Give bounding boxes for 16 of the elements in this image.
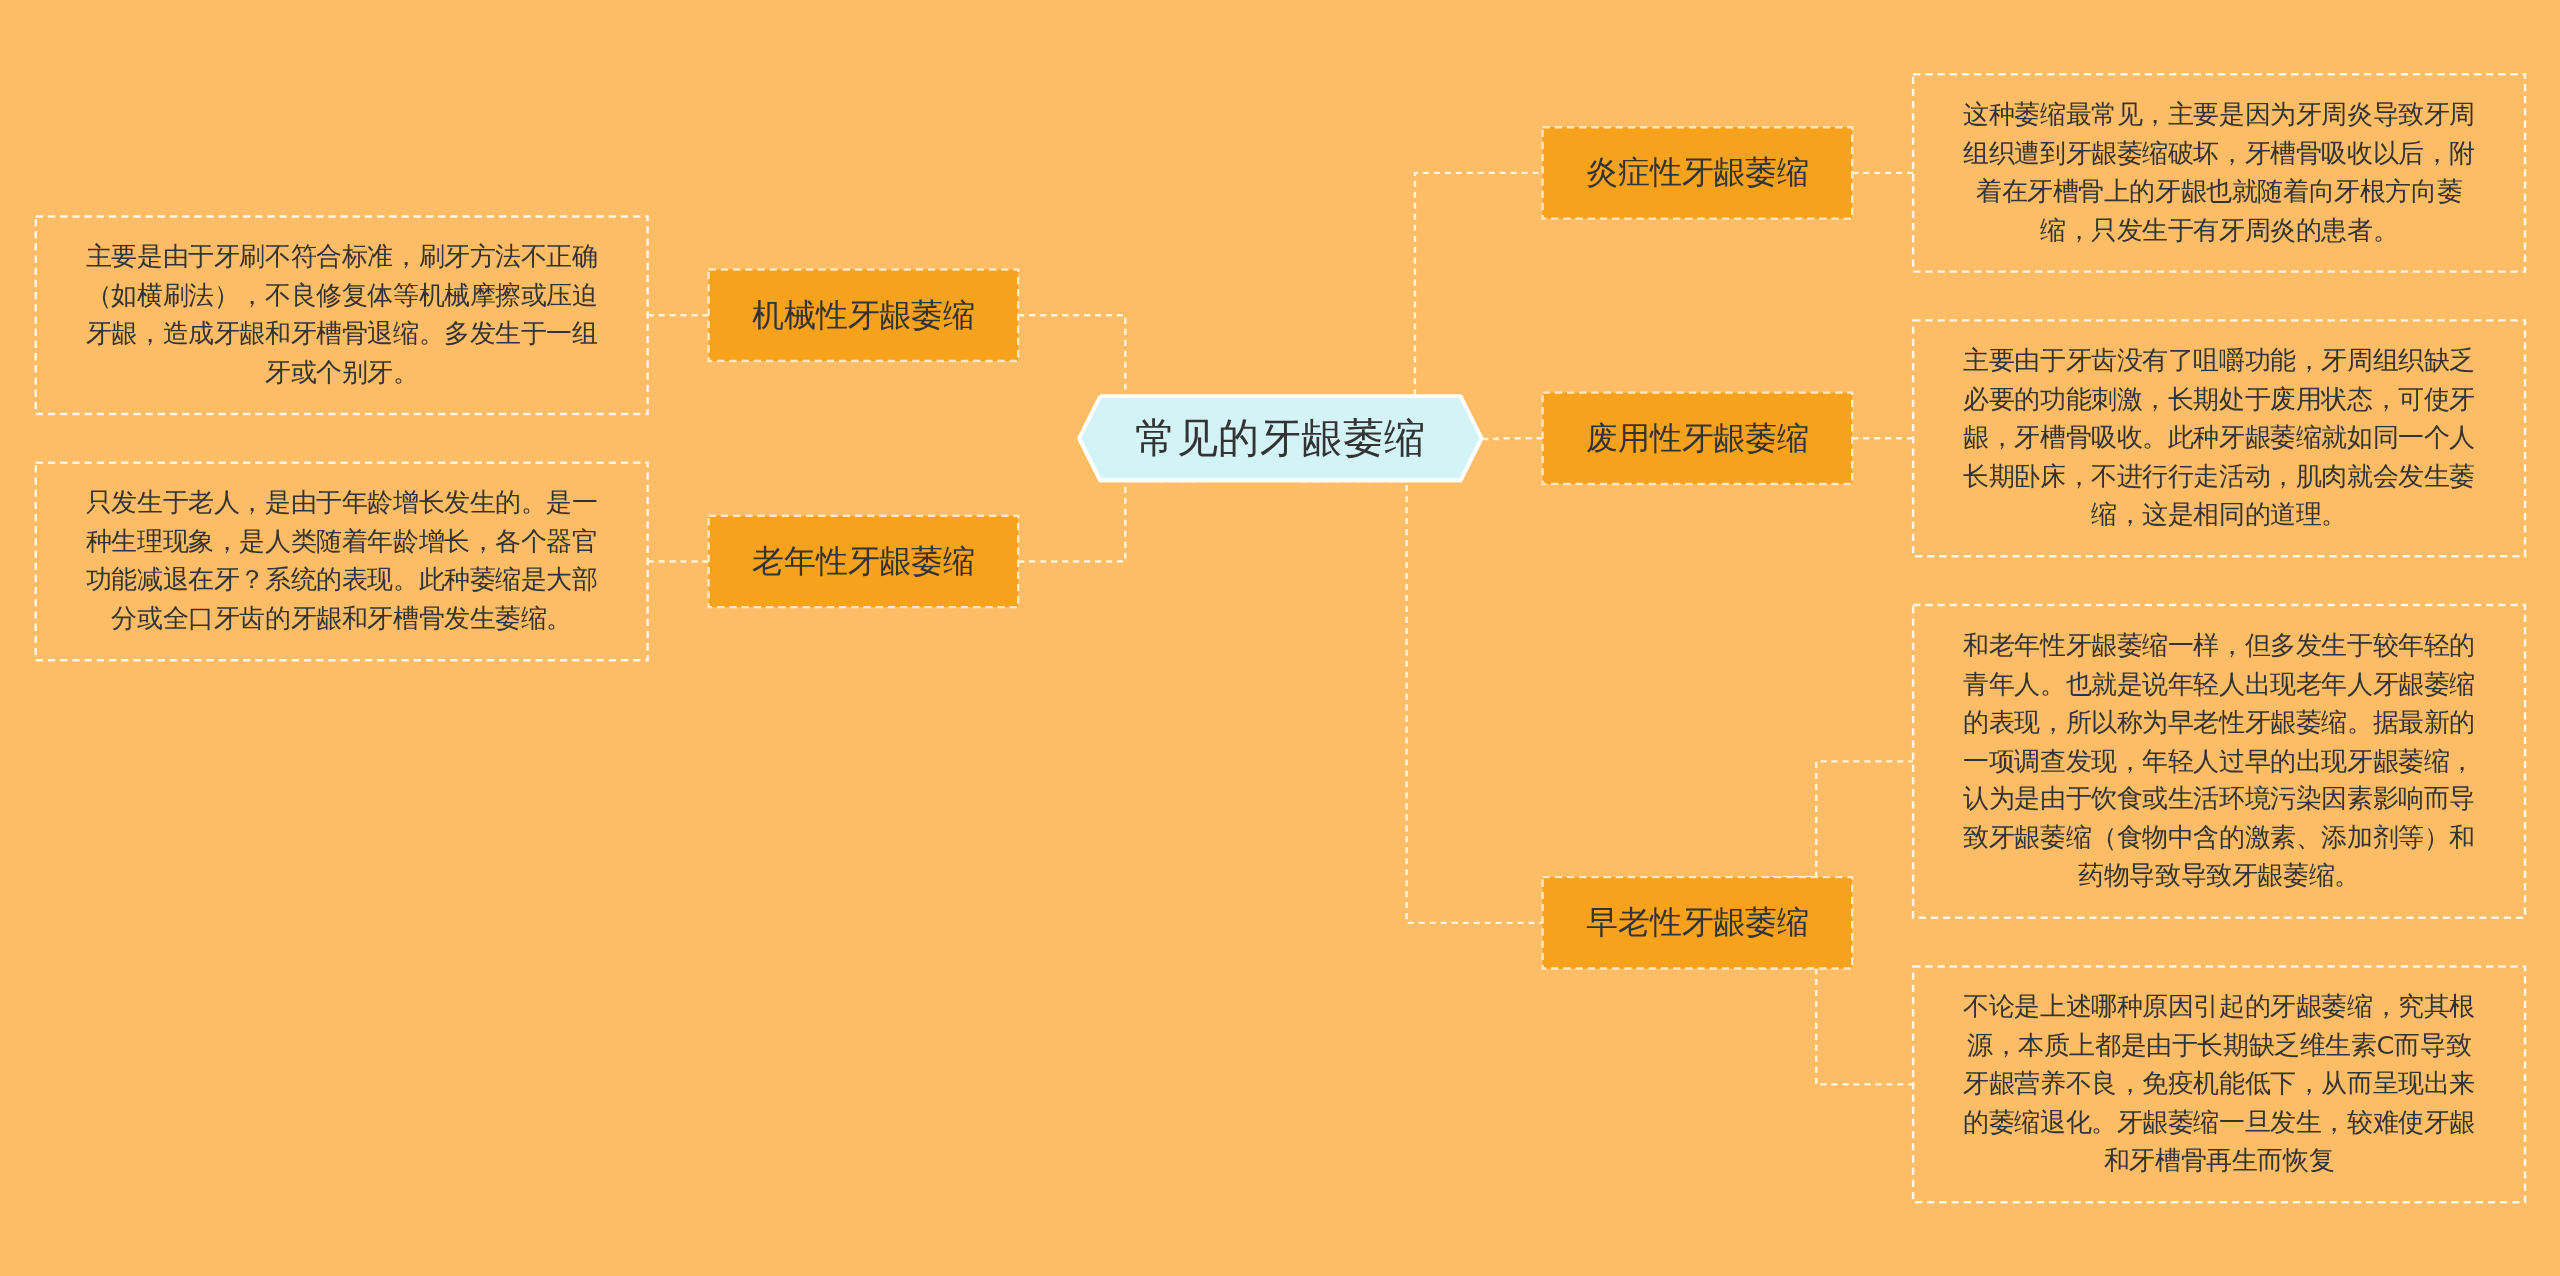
node-box: 主要由于牙齿没有了咀嚼功能，牙周组织缺乏必要的功能刺激，长期处于废用状态，可使牙龈，牙槽骨吸收。此种牙龈萎缩就如同一个人长期卧床，不进行行走活动，肌肉就会发生萎缩，这是相同的道理。 <box>1911 318 2526 558</box>
node-box: 和老年性牙龈萎缩一样，但多发生于较年轻的青年人。也就是说年轻人出现老年人牙龈萎缩的表现，所以称为早老性牙龈萎缩。据最新的一项调查发现，年轻人过早的出现牙龈萎缩，认为是由于饮食或生活环境污染因素影响而导致牙龈萎缩（食物中含的激素、添加剂等）和药物导致导致牙龈萎缩。 <box>1911 603 2526 919</box>
connector <box>647 313 709 317</box>
node-box: 老年性牙龈萎缩 <box>707 514 1020 609</box>
node-box: 早老性牙龈萎缩 <box>1540 875 1853 970</box>
connector <box>1481 436 1543 440</box>
node-box: 机械性牙龈萎缩 <box>707 268 1020 362</box>
node-box: 废用性牙龈萎缩 <box>1540 391 1853 486</box>
connector <box>1851 171 1913 174</box>
node-box: 只发生于老人，是由于年龄增长发生的。是一种生理现象，是人类随着年龄增长，各个器官功能减退在牙？系统的表现。此种萎缩是大部分或全口牙齿的牙龈和牙槽骨发生萎缩。 <box>34 461 649 662</box>
node-box: 不论是上述哪种原因引起的牙龈萎缩，究其根源，本质上都是由于长期缺乏维生素C而导致牙龈营养不良，免疫机能低下，从而呈现出来的萎缩退化。牙龈萎缩一旦发生，较难使牙龈和牙槽骨再生而恢复 <box>1911 965 2526 1204</box>
node-box: 主要是由于牙刷不符合标准，刷牙方法不正确（如横刷法），不良修复体等机械摩擦或压迫牙龈，造成牙龈和牙槽骨退缩。多发生于一组牙或个别牙。 <box>34 215 649 415</box>
node-box: 这种萎缩最常见，主要是因为牙周炎导致牙周组织遭到牙龈萎缩破坏，牙槽骨吸收以后，附着在牙槽骨上的牙龈也就随着向牙根方向萎缩，只发生于有牙周炎的患者。 <box>1911 72 2526 273</box>
node-box: 炎症性牙龈萎缩 <box>1540 125 1853 220</box>
connector <box>647 560 709 563</box>
connector <box>1851 436 1913 440</box>
